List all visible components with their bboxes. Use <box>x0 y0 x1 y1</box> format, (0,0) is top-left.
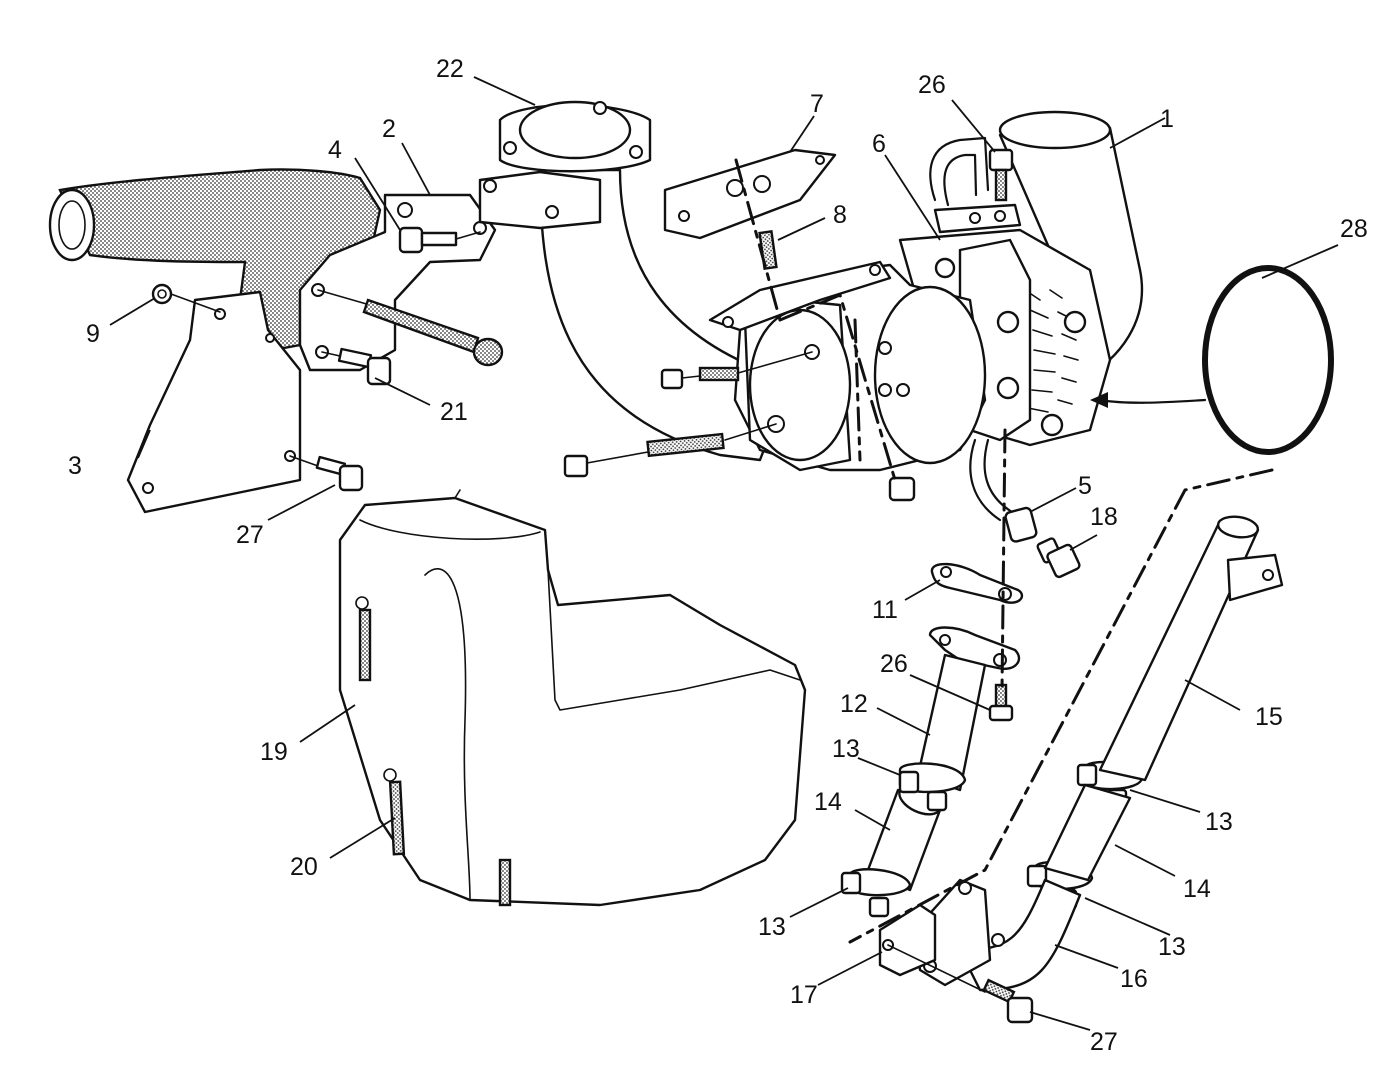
callout-27-b: 27 <box>1090 1028 1118 1056</box>
nut-lower-flange <box>888 476 916 502</box>
callout-13-d: 13 <box>1158 933 1186 961</box>
callout-16: 16 <box>1120 965 1148 993</box>
callout-4: 4 <box>328 136 342 164</box>
union-5 <box>1004 506 1038 543</box>
callout-15: 15 <box>1255 703 1283 731</box>
bolt-27-lower <box>887 944 1034 1024</box>
clamp-13-lower-left <box>840 868 912 918</box>
elbow-16 <box>913 878 1082 992</box>
callout-9: 9 <box>86 320 100 348</box>
callout-6: 6 <box>872 130 886 158</box>
callout-11: 11 <box>872 596 898 624</box>
callout-22: 22 <box>436 55 464 83</box>
drain-pipe-12 <box>916 626 1021 792</box>
callout-13-b: 13 <box>758 913 786 941</box>
callout-13-a: 13 <box>832 735 860 763</box>
clamp-13-upper-left <box>898 762 967 812</box>
callout-14-b: 14 <box>1183 875 1211 903</box>
stud-nut-lower <box>563 423 777 478</box>
callout-5: 5 <box>1078 472 1092 500</box>
leader-lines <box>109 76 1339 1031</box>
gasket-11 <box>930 562 1024 604</box>
assembly-lines <box>734 158 1274 944</box>
compressor-fins <box>1024 289 1079 413</box>
callout-27-a: 27 <box>236 521 264 549</box>
callout-21: 21 <box>440 398 468 426</box>
hose-14-right <box>1043 783 1132 882</box>
callout-26-a: 26 <box>918 71 946 99</box>
o-ring-28 <box>1090 265 1334 455</box>
heat-shield-19 <box>338 489 807 907</box>
bolt-27-upper <box>289 455 364 492</box>
pipe-15 <box>1098 515 1284 782</box>
callout-17: 17 <box>790 981 818 1009</box>
callout-18: 18 <box>1090 503 1118 531</box>
callout-8: 8 <box>833 201 847 229</box>
sensor-18 <box>1036 537 1081 579</box>
stud-nut-upper <box>660 351 813 390</box>
gasket-7 <box>663 148 837 240</box>
callout-2: 2 <box>382 115 396 143</box>
bolt-21 <box>321 347 392 386</box>
screw-20-upper <box>355 596 372 682</box>
bracket-3 <box>126 290 302 514</box>
callout-13-c: 13 <box>1205 808 1233 836</box>
long-stud-bolt <box>317 289 504 367</box>
callout-12: 12 <box>840 690 868 718</box>
callout-26-b: 26 <box>880 650 908 678</box>
callout-28: 28 <box>1340 215 1368 243</box>
callout-7: 7 <box>810 90 824 118</box>
callout-3: 3 <box>68 452 82 480</box>
callout-20: 20 <box>290 853 318 881</box>
bolt-26-top <box>988 148 1014 202</box>
callout-labels: 1 2 3 4 5 6 7 8 9 11 12 13 14 13 13 14 1… <box>68 55 1368 1056</box>
bolt-26-lower <box>988 683 1014 722</box>
elbow-pipe-22 <box>478 100 792 462</box>
callout-14-a: 14 <box>814 788 842 816</box>
callout-19: 19 <box>260 738 288 766</box>
washer-9 <box>151 283 221 313</box>
screw-20-lower <box>383 768 512 907</box>
callout-1: 1 <box>1160 105 1174 133</box>
bolt-4 <box>398 226 481 254</box>
